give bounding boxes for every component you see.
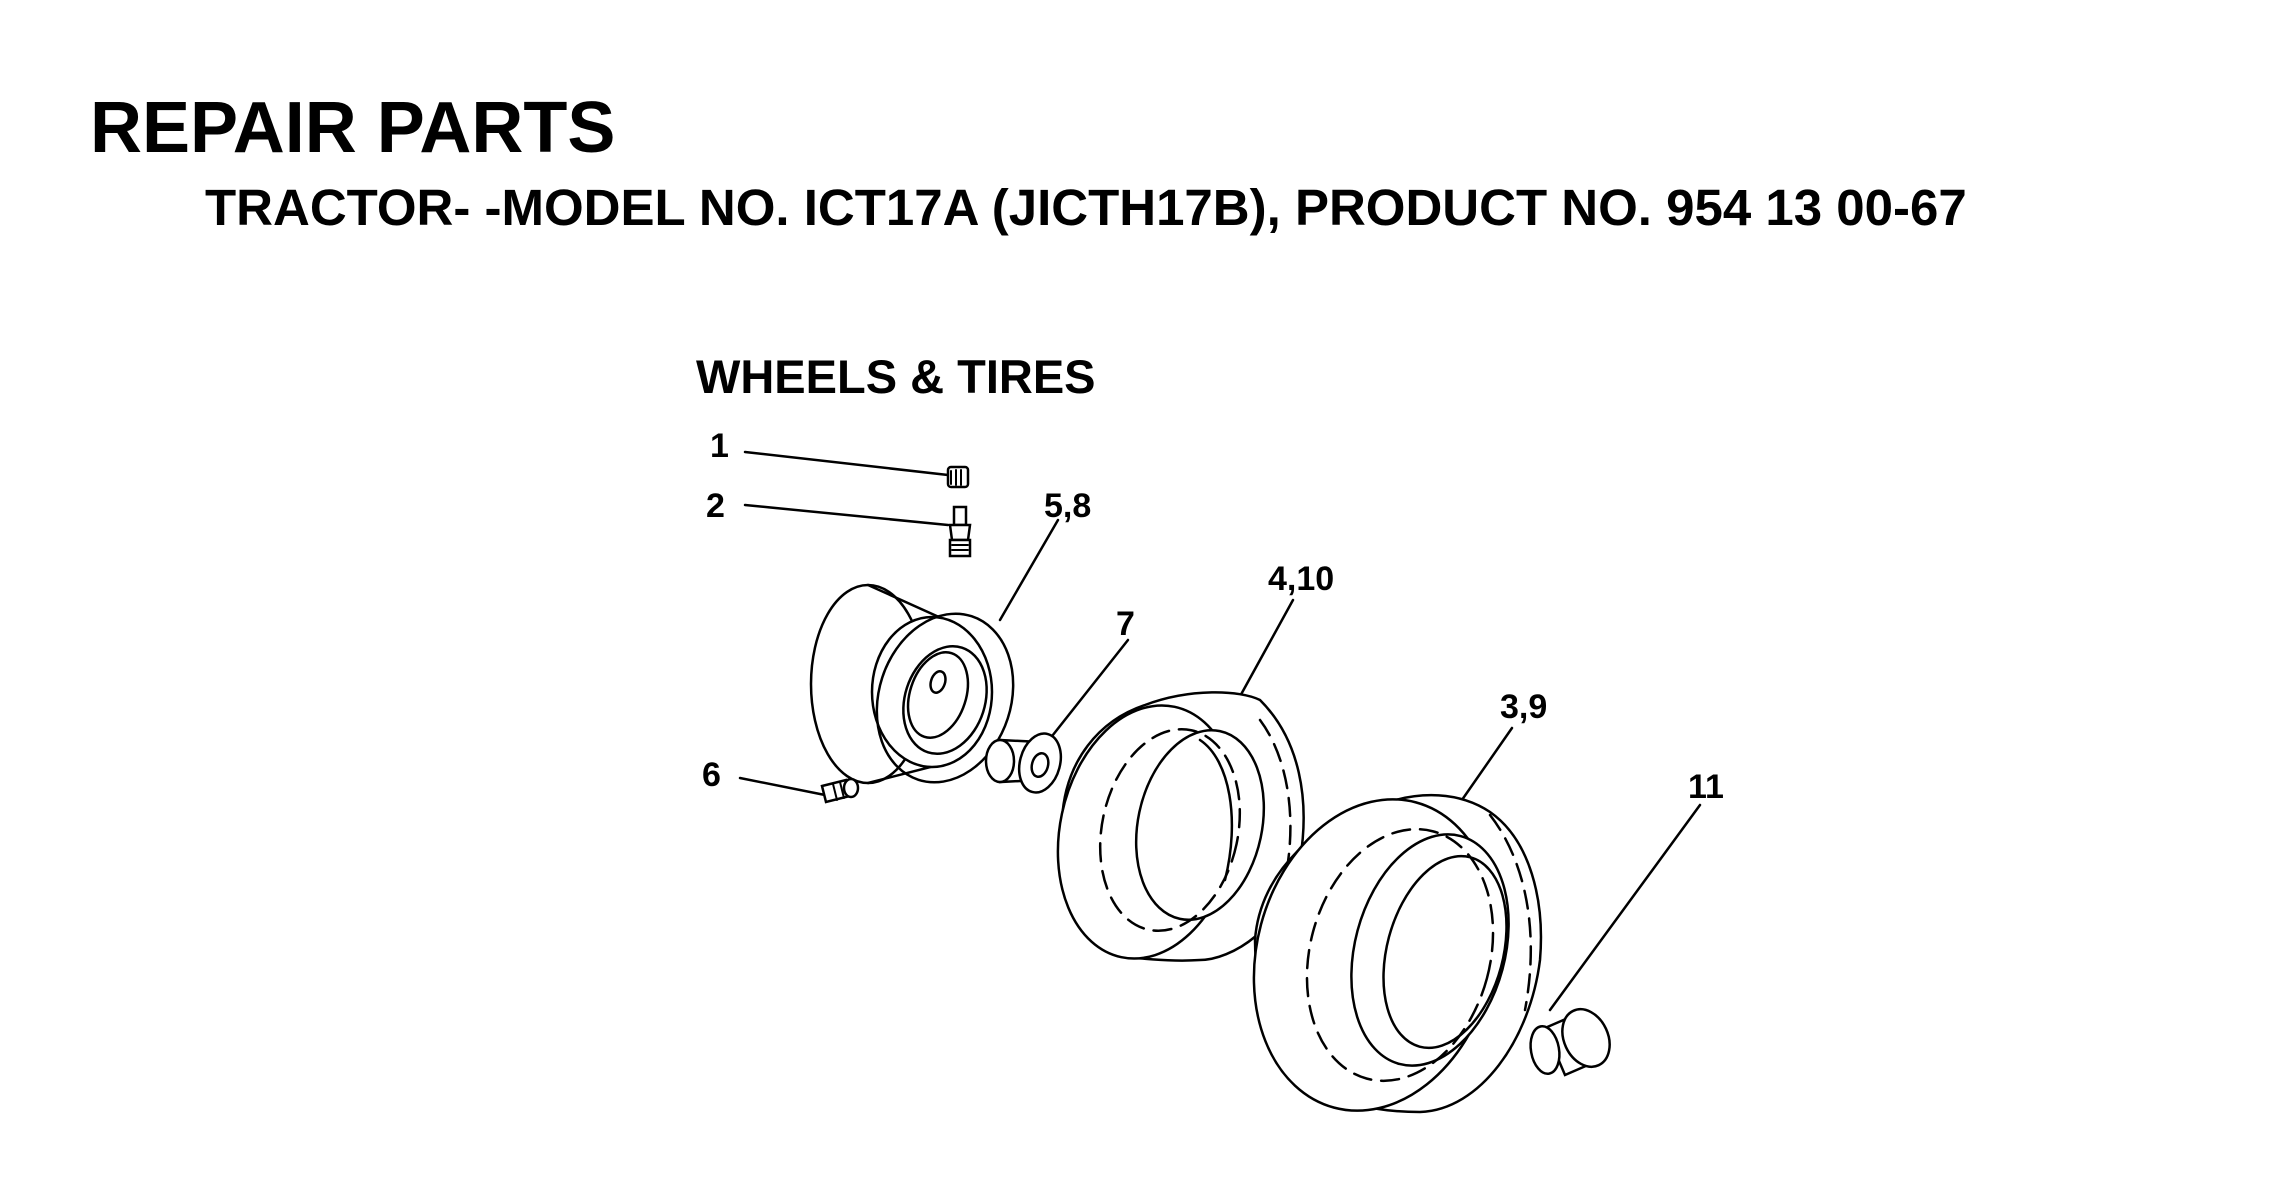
callout-5-8: 5,8 [1044,487,1091,525]
page-title: REPAIR PARTS [90,88,616,168]
wheel-rim-part [809,583,1015,785]
callout-4-10: 4,10 [1268,560,1334,598]
leader-line-6 [738,776,827,797]
callout-6: 6 [702,756,721,794]
callout-7: 7 [1116,605,1135,643]
leader-line-11 [1548,803,1702,1012]
callout-1: 1 [710,427,729,465]
leader-line-58 [998,518,1060,622]
lug-bolt-part [820,777,860,804]
section-title: WHEELS & TIRES [696,350,1096,403]
leader-line-410 [1236,598,1295,702]
valve-cap-part [946,465,970,489]
leader-line-1 [743,450,950,477]
bushing-part [984,732,1063,794]
callout-11: 11 [1688,768,1724,806]
callout-2: 2 [706,487,725,525]
hub-cap-part [1529,1008,1611,1077]
leader-line-2 [743,503,950,527]
leader-line-7 [1043,638,1130,747]
callout-3-9: 3,9 [1500,688,1547,726]
front-tire-part [1056,691,1305,962]
model-subtitle: TRACTOR- -MODEL NO. ICT17A (JICTH17B), P… [205,179,1967,236]
valve-stem-part [948,505,972,558]
rear-tire-part [1252,793,1543,1114]
